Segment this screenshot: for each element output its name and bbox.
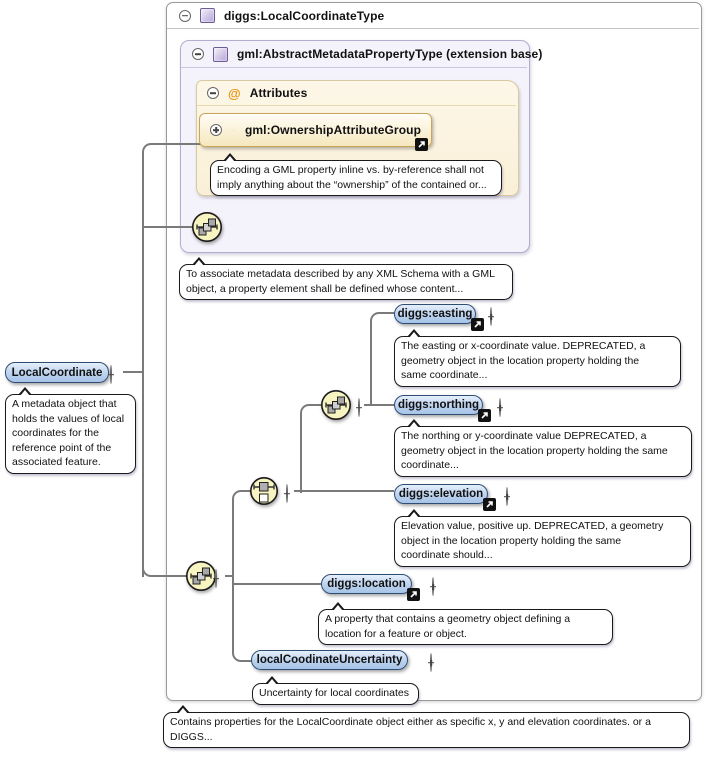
- connector-to-location: [233, 583, 321, 585]
- connector-trunk-2: [232, 580, 234, 652]
- type-footer-description: Contains properties for the LocalCoordin…: [163, 705, 690, 748]
- connector-to-uncertainty: [232, 649, 252, 662]
- expand-icon[interactable]: [430, 653, 432, 672]
- elevation-description: Elevation value, positive up. DEPRECATED…: [394, 509, 691, 567]
- element-easting[interactable]: diggs:easting: [394, 304, 484, 331]
- attribute-group-icon: [233, 129, 234, 131]
- ownership-group-label: gml:OwnershipAttributeGroup: [244, 123, 421, 137]
- uncertainty-description: Uncertainty for local coordinates: [252, 676, 419, 705]
- choice-compositor-icon[interactable]: [249, 476, 279, 506]
- sequence-compositor-icon[interactable]: [191, 211, 223, 243]
- connector-to-seq3: [300, 404, 321, 493]
- link-arrow-icon[interactable]: [483, 498, 496, 511]
- collapse-icon[interactable]: [207, 87, 219, 99]
- element-elevation[interactable]: diggs:elevation: [394, 484, 496, 511]
- link-arrow-icon[interactable]: [478, 409, 491, 422]
- extension-base-header: gml:AbstractMetadataPropertyType (extens…: [181, 41, 542, 68]
- expand-icon[interactable]: [490, 307, 492, 326]
- link-arrow-icon[interactable]: [415, 138, 428, 151]
- connector-to-elevation: [294, 490, 394, 492]
- expand-icon[interactable]: [506, 487, 508, 506]
- element-label: diggs:location: [327, 578, 406, 590]
- northing-description: The northing or y-coordinate value DEPRE…: [394, 419, 692, 477]
- collapse-icon[interactable]: [192, 48, 204, 60]
- collapse-icon[interactable]: [110, 365, 112, 384]
- collapse-icon[interactable]: [358, 398, 360, 417]
- link-arrow-icon[interactable]: [471, 318, 484, 331]
- extension-base-title: gml:AbstractMetadataPropertyType (extens…: [237, 47, 543, 61]
- complex-type-icon: [213, 46, 228, 62]
- collapse-icon[interactable]: [286, 484, 288, 503]
- ownership-group-description: Encoding a GML property inline vs. by-re…: [210, 153, 502, 196]
- collapse-icon[interactable]: [179, 9, 191, 22]
- expand-icon[interactable]: [432, 577, 434, 596]
- attribute-marker-icon: @: [228, 85, 241, 101]
- connector-from-root-element: [123, 371, 143, 373]
- collapse-icon[interactable]: [215, 569, 217, 588]
- location-description: A property that contains a geometry obje…: [318, 602, 613, 645]
- link-arrow-icon[interactable]: [407, 588, 420, 601]
- element-label: diggs:easting: [397, 308, 473, 320]
- element-label: diggs:elevation: [398, 488, 484, 500]
- sequence-compositor-icon[interactable]: [185, 560, 217, 592]
- element-label: localCoodinateUncertainty: [256, 654, 403, 666]
- metadata-sequence-description: To associate metadata described by any X…: [179, 257, 513, 300]
- expand-icon[interactable]: [210, 124, 222, 136]
- root-element-description: A metadata object that holds the values …: [5, 387, 136, 474]
- expand-icon[interactable]: [499, 398, 501, 417]
- connector-corner-bottom: [142, 564, 187, 577]
- element-location[interactable]: diggs:location: [321, 574, 420, 601]
- connector-trunk-main: [142, 143, 208, 577]
- complex-type-header: diggs:LocalCoordinateType: [167, 3, 699, 29]
- element-local-coordinate[interactable]: LocalCoordinate: [5, 362, 109, 383]
- element-label: diggs:northing: [397, 399, 480, 411]
- connector-seq2-out: [225, 575, 234, 577]
- complex-type-title: diggs:LocalCoordinateType: [224, 8, 385, 23]
- easting-description: The easting or x-coordinate value. DEPRE…: [394, 329, 681, 387]
- attributes-header: @ Attributes: [197, 81, 516, 106]
- ownership-attribute-group[interactable]: gml:OwnershipAttributeGroup: [199, 113, 432, 151]
- attributes-title: Attributes: [249, 86, 308, 100]
- complex-type-icon: [200, 8, 215, 23]
- sequence-compositor-icon[interactable]: [320, 389, 352, 421]
- connector-to-northing: [364, 404, 394, 406]
- connector-to-easting: [370, 312, 394, 406]
- element-local-coodinate-uncertainty[interactable]: localCoodinateUncertainty: [251, 650, 408, 670]
- element-label: LocalCoordinate: [11, 366, 103, 379]
- element-northing[interactable]: diggs:northing: [394, 395, 491, 422]
- connector-to-metadata-sequence: [142, 226, 192, 228]
- connector-to-choice: [232, 490, 252, 582]
